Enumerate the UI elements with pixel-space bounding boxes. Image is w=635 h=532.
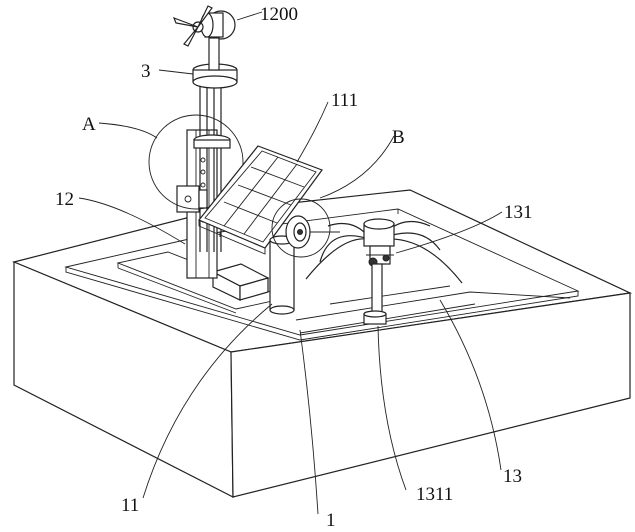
label-1311: 1311 <box>416 484 453 505</box>
label-b: B <box>392 127 405 148</box>
label-1: 1 <box>326 510 336 531</box>
label-111: 111 <box>331 90 358 111</box>
label-3: 3 <box>141 61 151 82</box>
label-12: 12 <box>55 189 74 210</box>
wind-turbine <box>174 6 235 70</box>
label-1200: 1200 <box>260 4 298 25</box>
label-13: 13 <box>503 466 522 487</box>
tank-body <box>14 190 630 497</box>
label-11: 11 <box>121 495 139 516</box>
label-131: 131 <box>504 202 533 223</box>
label-a: A <box>82 114 96 135</box>
